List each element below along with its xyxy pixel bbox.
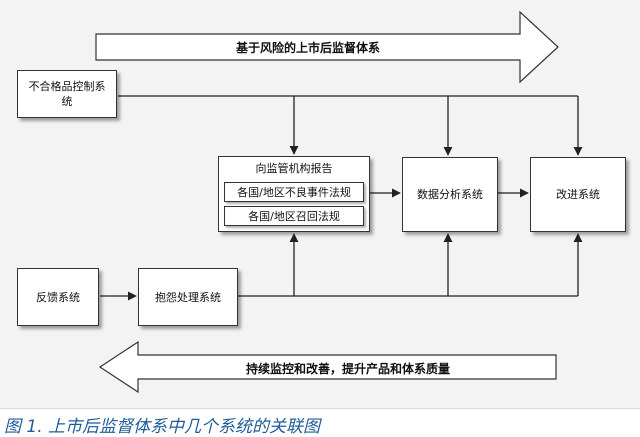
recall-regulation-box: 各国/地区召回法规 — [224, 206, 364, 226]
report-to-regulator-label: 向监管机构报告 — [255, 162, 333, 175]
adverse-event-regulation-label: 各国/地区不良事件法规 — [237, 186, 351, 199]
recall-regulation-label: 各国/地区召回法规 — [248, 210, 340, 223]
bottom-banner-arrow — [98, 340, 557, 394]
complaint-handling-label: 抱怨处理系统 — [155, 290, 221, 304]
improvement-box: 改进系统 — [530, 157, 626, 232]
top-banner-arrow — [95, 10, 559, 84]
improvement-label: 改进系统 — [556, 188, 600, 201]
data-analysis-label: 数据分析系统 — [417, 188, 483, 201]
data-analysis-box: 数据分析系统 — [402, 157, 498, 232]
figure-caption: 图 1. 上市后监督体系中几个系统的关联图 — [4, 417, 321, 437]
nonconforming-control-label: 不合格品控制系统 — [28, 80, 106, 108]
bottom-banner-label: 持续监控和改善，提升产品和体系质量 — [245, 362, 450, 376]
adverse-event-regulation-box: 各国/地区不良事件法规 — [224, 182, 364, 202]
feedback-label: 反馈系统 — [36, 290, 80, 304]
nonconforming-control-box: 不合格品控制系统 — [17, 70, 117, 118]
connector-layer — [95, 10, 583, 394]
complaint-handling-box: 抱怨处理系统 — [138, 268, 238, 326]
feedback-box: 反馈系统 — [17, 268, 99, 326]
top-banner-label: 基于风险的上市后监督体系 — [235, 41, 380, 55]
